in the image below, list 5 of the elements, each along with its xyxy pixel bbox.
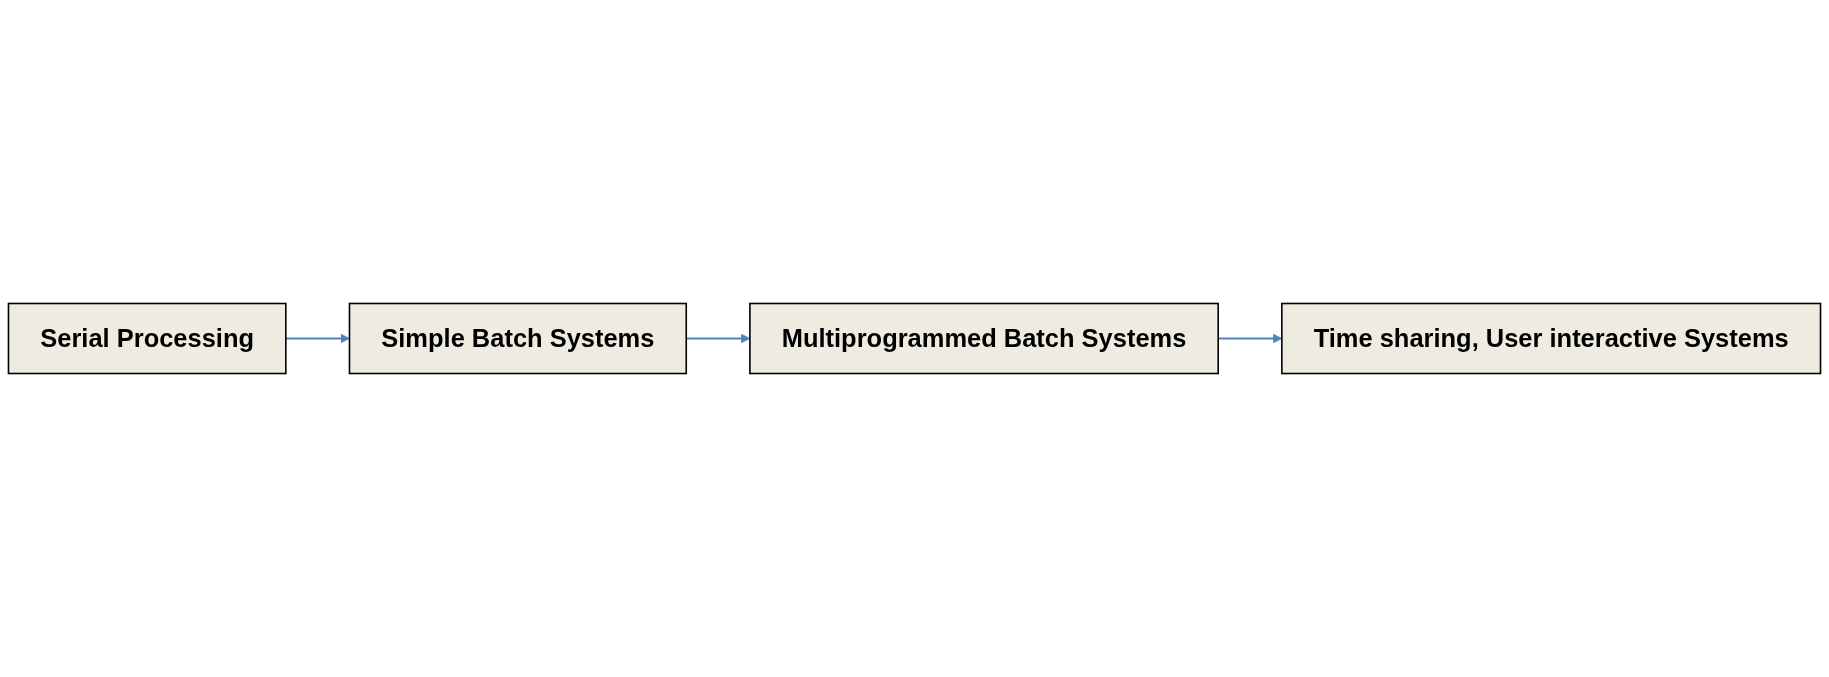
arrow xyxy=(285,333,350,344)
node-box: Time sharing, User interactive Systems xyxy=(1281,302,1822,375)
node-box: Multiprogrammed Batch Systems xyxy=(749,302,1219,375)
node-box: Simple Batch Systems xyxy=(348,302,688,375)
node-box: Serial Processing xyxy=(7,302,287,375)
